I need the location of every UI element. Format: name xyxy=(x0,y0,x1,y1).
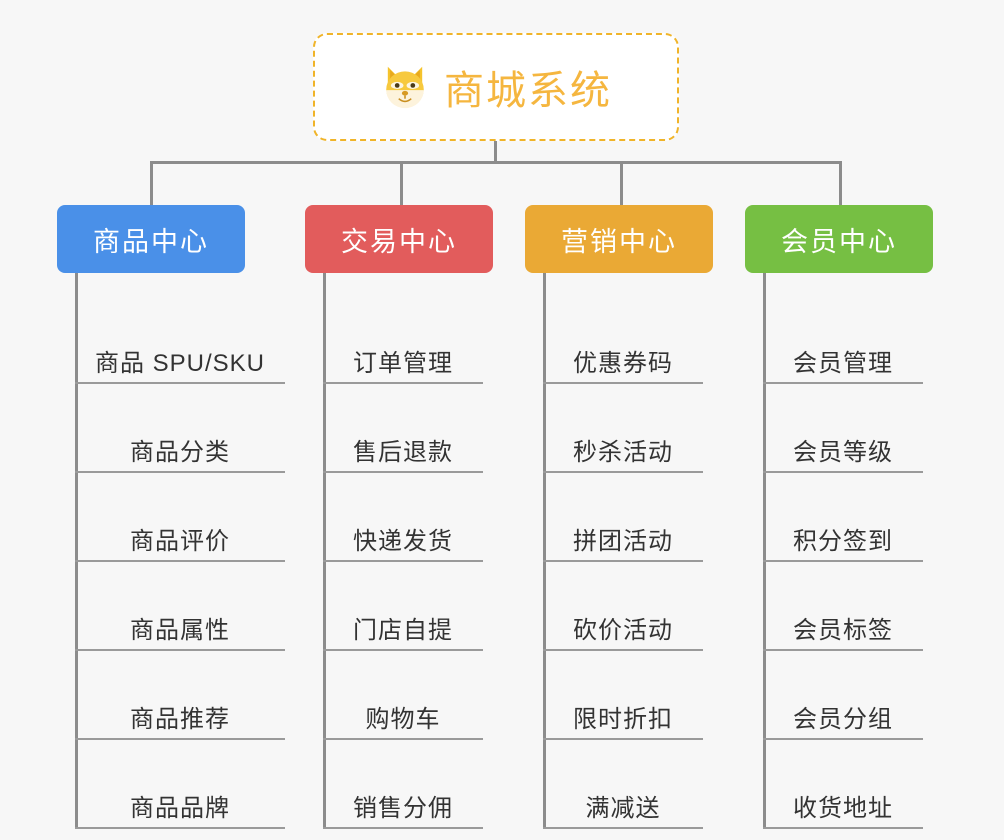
leaf-label: 订单管理 xyxy=(353,350,453,377)
branch-drop-connector-0 xyxy=(150,161,153,207)
leaf-label: 拼团活动 xyxy=(573,528,673,555)
leaf-list-0: 商品 SPU/SKU 商品分类 商品评价 商品属性 商品推荐 商品品牌 xyxy=(57,273,285,829)
branch-column-3: 会员中心 会员管理 会员等级 积分签到 会员标签 会员分组 收货地址 xyxy=(745,205,933,829)
leaf-item[interactable]: 商品评价 xyxy=(75,473,285,562)
leaf-label: 快递发货 xyxy=(353,528,453,555)
leaf-list-3: 会员管理 会员等级 积分签到 会员标签 会员分组 收货地址 xyxy=(745,273,933,829)
leaf-item[interactable]: 优惠券码 xyxy=(543,295,703,384)
leaf-item[interactable]: 购物车 xyxy=(323,651,483,740)
leaf-label: 商品属性 xyxy=(130,617,230,644)
leaf-item[interactable]: 商品分类 xyxy=(75,384,285,473)
leaf-label: 会员管理 xyxy=(793,350,893,377)
leaf-label: 会员等级 xyxy=(793,439,893,466)
leaf-label: 优惠券码 xyxy=(573,350,673,377)
leaf-item[interactable]: 砍价活动 xyxy=(543,562,703,651)
leaf-label: 商品推荐 xyxy=(130,706,230,733)
branch-column-0: 商品中心 商品 SPU/SKU 商品分类 商品评价 商品属性 商品推荐 商品品牌 xyxy=(57,205,285,829)
branch-header-2[interactable]: 营销中心 xyxy=(525,205,713,273)
root-node[interactable]: 商城系统 xyxy=(313,33,679,141)
leaf-item[interactable]: 售后退款 xyxy=(323,384,483,473)
leaf-item[interactable]: 积分签到 xyxy=(763,473,923,562)
leaf-spine-0 xyxy=(75,273,78,829)
leaf-item[interactable]: 商品 SPU/SKU xyxy=(75,295,285,384)
leaf-item[interactable]: 销售分佣 xyxy=(323,740,483,829)
leaf-item[interactable]: 商品属性 xyxy=(75,562,285,651)
root-title: 商城系统 xyxy=(444,69,612,113)
leaf-item[interactable]: 门店自提 xyxy=(323,562,483,651)
branch-header-0[interactable]: 商品中心 xyxy=(57,205,245,273)
leaf-spine-3 xyxy=(763,273,766,829)
branch-bus-connector xyxy=(150,161,842,164)
shiba-dog-face-icon xyxy=(380,62,430,112)
leaf-label: 商品分类 xyxy=(130,439,230,466)
branch-column-1: 交易中心 订单管理 售后退款 快递发货 门店自提 购物车 销售分佣 xyxy=(305,205,493,829)
leaf-label: 砍价活动 xyxy=(573,617,673,644)
branch-header-label-1: 交易中心 xyxy=(341,226,457,257)
leaf-label: 商品品牌 xyxy=(130,795,230,822)
branch-header-label-3: 会员中心 xyxy=(781,226,897,257)
leaf-spine-2 xyxy=(543,273,546,829)
leaf-item[interactable]: 快递发货 xyxy=(323,473,483,562)
leaf-label: 购物车 xyxy=(365,706,441,733)
leaf-item[interactable]: 秒杀活动 xyxy=(543,384,703,473)
root-stem-connector xyxy=(494,141,497,163)
leaf-item[interactable]: 会员分组 xyxy=(763,651,923,740)
leaf-item[interactable]: 满减送 xyxy=(543,740,703,829)
leaf-item[interactable]: 收货地址 xyxy=(763,740,923,829)
leaf-item[interactable]: 限时折扣 xyxy=(543,651,703,740)
leaf-label: 商品评价 xyxy=(130,528,230,555)
leaf-spine-1 xyxy=(323,273,326,829)
leaf-label: 满减送 xyxy=(585,795,661,822)
leaf-label: 会员分组 xyxy=(793,706,893,733)
leaf-label: 限时折扣 xyxy=(573,706,673,733)
branch-header-label-0: 商品中心 xyxy=(93,226,209,257)
leaf-label: 销售分佣 xyxy=(353,795,453,822)
leaf-label: 积分签到 xyxy=(793,528,893,555)
leaf-item[interactable]: 会员管理 xyxy=(763,295,923,384)
branch-drop-connector-3 xyxy=(839,161,842,207)
leaf-label: 售后退款 xyxy=(353,439,453,466)
leaf-item[interactable]: 拼团活动 xyxy=(543,473,703,562)
leaf-label: 秒杀活动 xyxy=(573,439,673,466)
leaf-item[interactable]: 会员标签 xyxy=(763,562,923,651)
leaf-label: 收货地址 xyxy=(793,795,893,822)
leaf-label: 商品 SPU/SKU xyxy=(94,350,266,377)
branch-drop-connector-1 xyxy=(400,161,403,207)
branch-header-1[interactable]: 交易中心 xyxy=(305,205,493,273)
leaf-item[interactable]: 商品推荐 xyxy=(75,651,285,740)
leaf-label: 门店自提 xyxy=(353,617,453,644)
leaf-item[interactable]: 商品品牌 xyxy=(75,740,285,829)
leaf-label: 会员标签 xyxy=(793,617,893,644)
branch-header-label-2: 营销中心 xyxy=(561,226,677,257)
leaf-item[interactable]: 订单管理 xyxy=(323,295,483,384)
leaf-list-1: 订单管理 售后退款 快递发货 门店自提 购物车 销售分佣 xyxy=(305,273,493,829)
branch-drop-connector-2 xyxy=(620,161,623,207)
leaf-item[interactable]: 会员等级 xyxy=(763,384,923,473)
branch-column-2: 营销中心 优惠券码 秒杀活动 拼团活动 砍价活动 限时折扣 满减送 xyxy=(525,205,713,829)
leaf-list-2: 优惠券码 秒杀活动 拼团活动 砍价活动 限时折扣 满减送 xyxy=(525,273,713,829)
branch-header-3[interactable]: 会员中心 xyxy=(745,205,933,273)
